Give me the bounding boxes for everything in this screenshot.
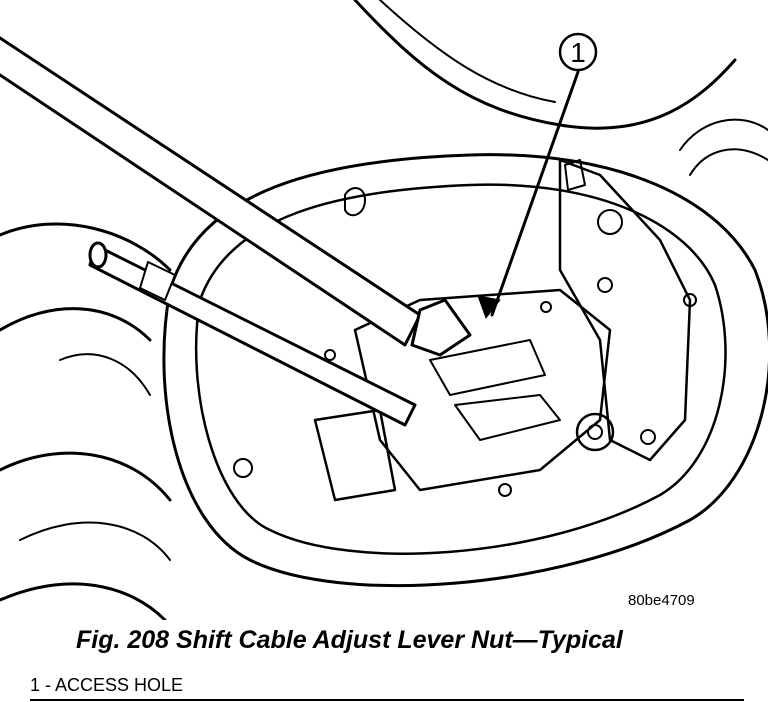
left-cup-outline-top <box>0 222 172 272</box>
mount-hole-top <box>540 301 552 313</box>
right-bracket <box>558 158 692 462</box>
right-vent-outline <box>679 118 768 176</box>
bracket-tab <box>564 159 586 191</box>
shift-rod <box>88 243 417 427</box>
shift-rod-end <box>88 241 108 269</box>
mount-hole-left <box>324 349 336 361</box>
mount-nut-left <box>233 458 253 478</box>
figure-legend: 1 - ACCESS HOLE <box>30 675 184 695</box>
shifter-gate <box>429 339 546 396</box>
shift-rod-clip <box>139 261 176 301</box>
left-cup-outline-bottom <box>0 451 172 502</box>
callout-arrowhead <box>477 295 501 319</box>
bracket-bolt-top <box>597 209 623 235</box>
figure-caption: Fig. 208 Shift Cable Adjust Lever Nut—Ty… <box>76 626 623 654</box>
bezel-inner <box>194 183 727 555</box>
upper-console-curve <box>353 0 737 130</box>
shifter-lower-housing <box>313 408 397 502</box>
callout-leader <box>490 70 580 317</box>
mount-hole-bottom <box>498 483 512 497</box>
extension-tool <box>0 36 422 347</box>
callout-circle <box>558 32 598 72</box>
left-cup-outline-mid <box>0 307 152 342</box>
pivot-bolt-inner <box>587 424 603 440</box>
bracket-bolt-right <box>683 293 697 307</box>
bezel-outer <box>162 153 768 588</box>
lower-left-curve <box>0 582 167 620</box>
bezel-slot <box>344 187 366 217</box>
figure-image-id: 80be4709 <box>628 592 695 609</box>
callout-number: 1 <box>570 37 586 68</box>
legend-rule <box>30 699 744 701</box>
left-cup-outline-inner <box>59 353 151 396</box>
left-cup-outline-bottom2 <box>19 521 171 561</box>
upper-console-curve-inner <box>379 0 556 103</box>
extension-socket <box>410 298 472 357</box>
shifter-base <box>353 288 612 492</box>
pivot-bolt <box>575 412 615 452</box>
shifter-linkage <box>454 394 561 441</box>
bracket-bolt-mid <box>597 277 613 293</box>
shift-cable-illustration: 1 <box>0 0 768 620</box>
bracket-bolt-low <box>640 429 656 445</box>
